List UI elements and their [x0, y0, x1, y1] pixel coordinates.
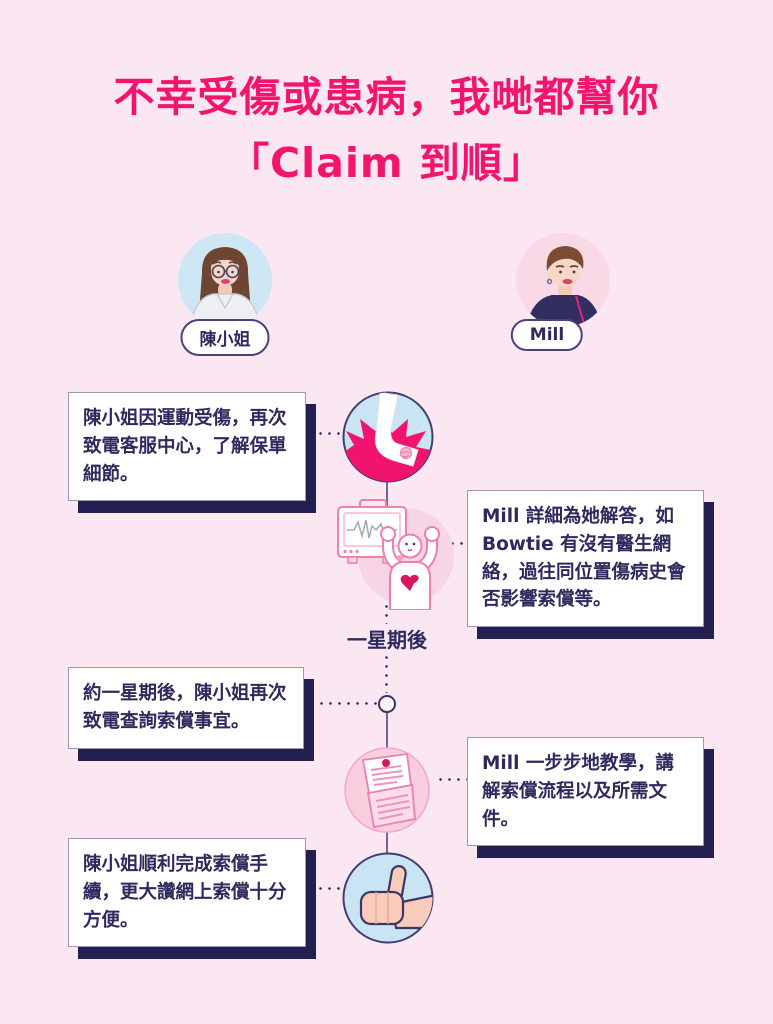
step-5-note: 陳小姐順利完成索償手續，更大讚網上索償十分方便。 [68, 838, 306, 948]
step-4-note: Mill 一步步地教學，講解索償流程以及所需文件。 [467, 737, 704, 847]
avatar-chan-label: 陳小姐 [180, 319, 270, 356]
avatar-chan [178, 233, 272, 327]
step-3-note: 約一星期後，陳小姐再次致電查詢索償事宜。 [68, 667, 304, 749]
avatar-mill-label: Mill [510, 319, 584, 351]
step-2-note: Mill 詳細為她解答，如 Bowtie 有沒有醫生網絡，過往同位置傷病史會否影… [467, 490, 704, 627]
connector-step4 [436, 778, 468, 781]
page-title: 不幸受傷或患病，我哋都幫你 「Claim 到順」 [0, 64, 773, 197]
chan-name-text: 陳小姐 [199, 330, 251, 350]
timeline-node [378, 695, 396, 713]
dotted-line-above-week [385, 602, 388, 624]
connector-step5 [316, 887, 340, 890]
title-line-1: 不幸受傷或患病，我哋都幫你 [113, 73, 660, 121]
week-later-label: 一星期後 [347, 628, 427, 652]
thumbs-up-icon [340, 850, 436, 946]
dotted-line-below-week [385, 653, 388, 693]
mill-name-text: Mill [529, 325, 565, 345]
woman-glasses-avatar-icon [178, 233, 272, 327]
connector-step2 [448, 542, 468, 545]
step-1-note: 陳小姐因運動受傷，再次致電客服中心，了解保單細節。 [68, 392, 306, 502]
agent-avatar-icon [516, 233, 610, 327]
connector-step1 [316, 432, 340, 435]
title-line-2: 「Claim 到順」 [228, 139, 545, 188]
health-monitor-icon [334, 498, 460, 610]
claim-letter-icon [341, 742, 433, 834]
avatar-mill [516, 233, 610, 327]
sprained-ankle-icon [340, 389, 436, 485]
connector-step3 [308, 702, 378, 705]
